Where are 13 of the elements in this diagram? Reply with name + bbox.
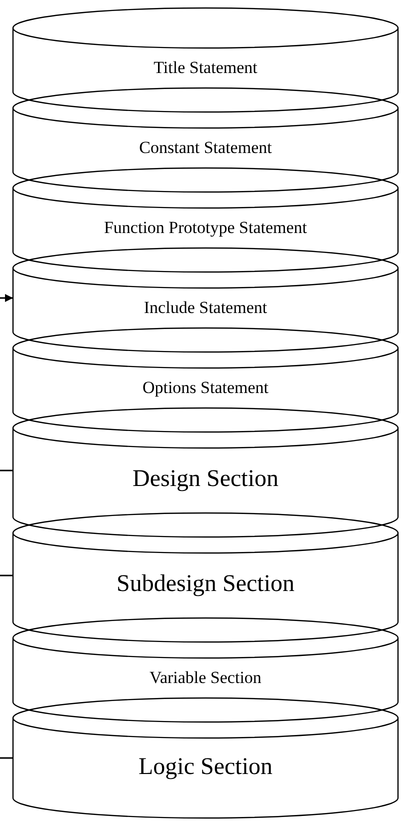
section-label: Design Section — [132, 467, 280, 492]
section-label: Subdesign Section — [116, 572, 296, 596]
section-label: Function Prototype Statement — [102, 218, 308, 236]
section-label: Include Statement — [142, 298, 268, 316]
connector-line — [0, 470, 13, 472]
section-label: Variable Section — [148, 668, 262, 686]
section-label: Options Statement — [141, 378, 270, 396]
section-label: Logic Section — [138, 754, 274, 779]
connector-line — [0, 757, 13, 759]
section-label: Constant Statement — [138, 138, 273, 156]
section-label: Title Statement — [152, 58, 258, 76]
connector-line — [0, 574, 13, 576]
arrow — [0, 294, 13, 302]
